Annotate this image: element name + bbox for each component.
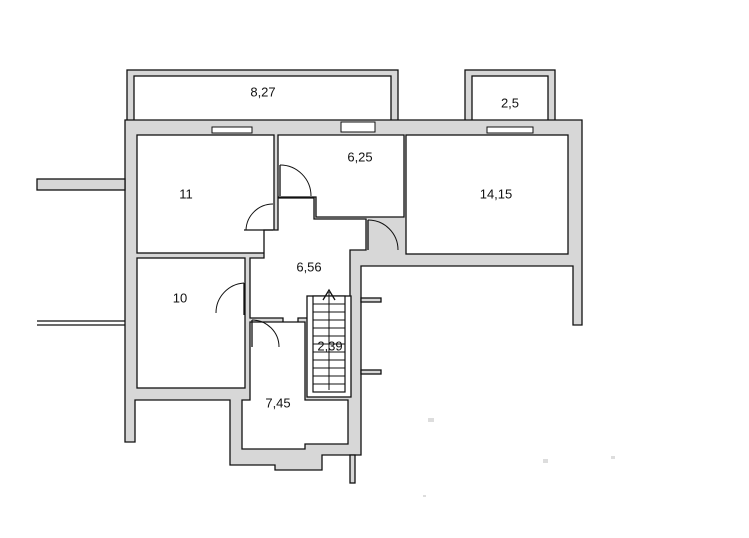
door-bath	[279, 164, 312, 197]
room-living	[405, 134, 569, 255]
window-north-1	[211, 126, 253, 134]
door-northwest	[244, 203, 274, 231]
window-north-3	[486, 126, 534, 134]
wall-stub-south	[349, 454, 356, 484]
scan-marks	[423, 418, 615, 497]
balcony-north	[126, 69, 399, 123]
staircase	[312, 288, 346, 393]
area-label-room-entry: 7,45	[265, 395, 290, 410]
room-entry	[241, 321, 349, 450]
area-label-balcony-north: 8,27	[250, 84, 275, 99]
window-north-2	[340, 121, 376, 133]
area-label-room-northwest: 11	[179, 186, 193, 201]
door-living	[367, 219, 399, 251]
room-west	[136, 257, 246, 389]
area-label-room-west: 10	[173, 290, 187, 305]
wall-stub-east-2	[360, 369, 382, 375]
wall-stub-east-1	[360, 297, 382, 303]
door-west	[215, 282, 245, 315]
stair-arrow-head	[322, 288, 336, 301]
area-label-balcony-small: 2,5	[501, 95, 519, 110]
wall-stub-west-upper	[36, 178, 126, 191]
area-label-room-living: 14,15	[480, 186, 513, 201]
area-label-room-stair: 2,39	[317, 338, 342, 353]
door-entry	[251, 319, 280, 348]
balcony-small	[464, 69, 556, 123]
room-northwest	[136, 134, 275, 254]
area-label-room-hall: 6,56	[296, 259, 321, 274]
area-label-room-bath: 6,25	[347, 149, 372, 164]
room-bath	[277, 134, 405, 218]
